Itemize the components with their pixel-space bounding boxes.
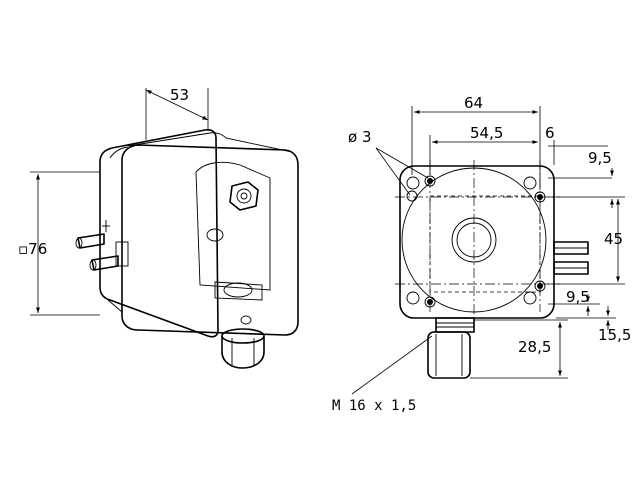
- dim-bottom-offset-group: 9,5: [548, 288, 600, 316]
- center-nut: [206, 181, 259, 242]
- cable-gland-iso: [221, 315, 265, 369]
- thread-group: M 16 x 1,5: [332, 335, 433, 414]
- housing-top-rim: [127, 132, 293, 153]
- dim-offset-group: 6: [545, 124, 608, 165]
- front-hidden-outline: [429, 195, 541, 293]
- oval-port: [223, 282, 253, 298]
- dim-hole-group: ø 3: [348, 128, 429, 196]
- dim-vertical-group: 45: [548, 196, 625, 285]
- dim-top-offset-group: 9,5: [548, 149, 614, 208]
- dim-depth-label: 53: [170, 86, 189, 104]
- dim-width-inner-label: 54,5: [470, 124, 503, 142]
- dim-vertical-label: 45: [604, 230, 623, 248]
- dim-bottom-offset-label: 9,5: [566, 288, 590, 306]
- housing-edge: [107, 146, 129, 313]
- housing-left-face: [99, 129, 219, 338]
- front-side-connector: [553, 241, 589, 275]
- dim-depth-group: 53: [145, 86, 209, 140]
- dim-gland-label: 28,5: [518, 338, 551, 356]
- pressure-connectors: [75, 220, 129, 271]
- dim-square-group: ▫76: [18, 171, 100, 316]
- dim-square-label: ▫76: [18, 240, 47, 258]
- dim-offset-label: 6: [545, 124, 555, 142]
- mounting-holes: [406, 175, 546, 308]
- dim-width-inner-group: 54,5: [429, 124, 538, 175]
- housing-front-face: [121, 144, 299, 336]
- front-view: 64 54,5 6 ø 3 9,5: [332, 94, 631, 414]
- dim-width-outer-group: 64: [411, 94, 541, 190]
- dim-width-outer-label: 64: [464, 94, 483, 112]
- housing-window: [195, 161, 271, 291]
- dim-hole-label: ø 3: [348, 128, 372, 146]
- front-cable-gland: [427, 317, 475, 379]
- dim-bottom-small-group: 15,5: [556, 306, 631, 344]
- isometric-view: 53 ▫76: [18, 86, 299, 369]
- dim-gland-group: 28,5: [470, 319, 568, 379]
- thread-label: M 16 x 1,5: [332, 398, 416, 414]
- dim-top-offset-label: 9,5: [588, 149, 612, 167]
- dim-bottom-small-label: 15,5: [598, 326, 631, 344]
